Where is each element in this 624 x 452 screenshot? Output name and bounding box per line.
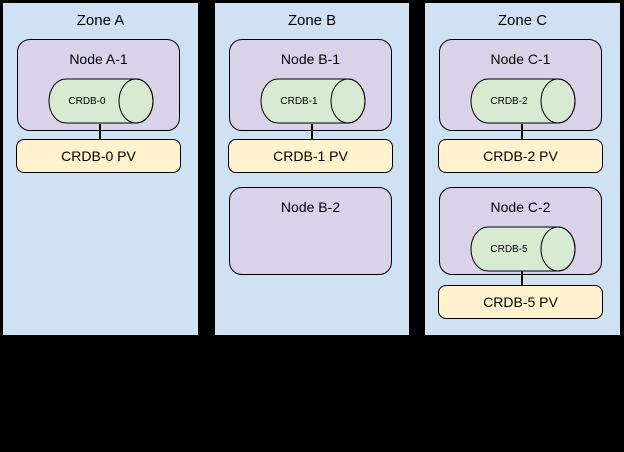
pv-crdb-5: CRDB-5 PV [438,285,603,319]
disk-crdb-2: CRDB-2 [470,78,576,124]
disk-crdb-2-label: CRDB-2 [490,95,528,107]
cylinder-icon [470,226,576,272]
pv-crdb-2: CRDB-2 PV [438,139,603,173]
zone-c-title: Zone C [497,12,548,29]
pv-crdb-0-label: CRDB-0 PV [61,148,136,164]
node-a-1-title: Node A-1 [69,51,128,67]
cylinder-icon [470,78,576,124]
disk-crdb-1: CRDB-1 [260,78,366,124]
node-a-1: Node A-1 CRDB-0 [17,39,180,131]
node-b-2-title: Node B-2 [280,199,341,215]
pv-crdb-2-label: CRDB-2 PV [483,148,558,164]
disk-crdb-0-label: CRDB-0 [68,95,106,107]
cylinder-icon [48,78,154,124]
node-c-2: Node C-2 CRDB-5 [439,187,602,275]
zone-a: Zone A Node A-1 CRDB-0 CRDB-0 PV [2,2,199,336]
disk-crdb-0: CRDB-0 [48,78,154,124]
connector-line [311,124,313,139]
zone-b-title: Zone B [287,12,337,29]
zone-b: Zone B Node B-1 CRDB-1 CRDB-1 PV Node B-… [214,2,410,336]
zone-a-title: Zone A [76,12,125,29]
disk-crdb-1-label: CRDB-1 [280,95,318,107]
disk-crdb-5: CRDB-5 [470,226,576,272]
connector-line [521,124,523,139]
node-b-2: Node B-2 [229,187,392,275]
node-b-1-title: Node B-1 [280,51,341,67]
disk-crdb-5-label: CRDB-5 [490,243,528,255]
pv-crdb-1-label: CRDB-1 PV [273,148,348,164]
node-c-2-title: Node C-2 [490,199,551,215]
cylinder-icon [260,78,366,124]
connector-line [521,271,523,286]
pv-crdb-1: CRDB-1 PV [228,139,393,173]
connector-line [99,124,101,139]
pv-crdb-5-label: CRDB-5 PV [483,294,558,310]
zone-c: Zone C Node C-1 CRDB-2 CRDB-2 PV Node C-… [424,2,621,336]
node-c-1-title: Node C-1 [490,51,551,67]
node-b-1: Node B-1 CRDB-1 [229,39,392,131]
node-c-1: Node C-1 CRDB-2 [439,39,602,131]
pv-crdb-0: CRDB-0 PV [16,139,181,173]
